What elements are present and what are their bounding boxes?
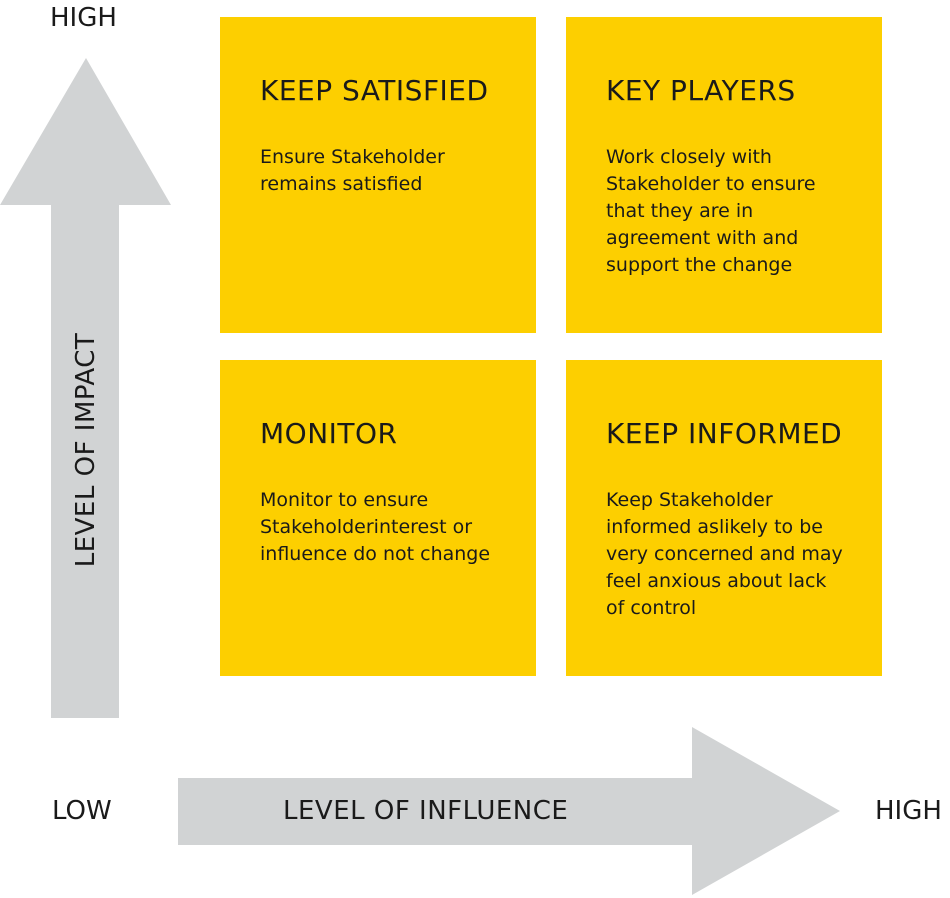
quadrant-key-players: KEY PLAYERS Work closely with Stakeholde… bbox=[566, 17, 882, 333]
quadrant-title: MONITOR bbox=[260, 417, 398, 450]
vertical-arrow-impact bbox=[0, 58, 171, 718]
quadrant-keep-satisfied: KEEP SATISFIED Ensure Stakeholder remain… bbox=[220, 17, 536, 333]
quadrant-description: Work closely with Stakeholder to ensure … bbox=[606, 146, 816, 276]
x-axis-high-label: HIGH bbox=[875, 796, 942, 826]
quadrant-description: Monitor to ensure Stakeholderinterest or… bbox=[260, 489, 491, 565]
x-axis-low-label: LOW bbox=[52, 796, 112, 826]
horizontal-arrow-influence bbox=[178, 727, 840, 895]
y-axis-title: LEVEL OF IMPACT bbox=[71, 332, 101, 568]
quadrant-description: Keep Stakeholder informed aslikely to be… bbox=[606, 489, 843, 619]
quadrant-title: KEY PLAYERS bbox=[606, 74, 796, 107]
quadrant-title: KEEP SATISFIED bbox=[260, 74, 489, 107]
y-axis-high-label: HIGH bbox=[50, 3, 117, 33]
x-axis-title: LEVEL OF INFLUENCE bbox=[283, 796, 569, 826]
quadrant-description: Ensure Stakeholder remains satisfied bbox=[260, 146, 445, 195]
quadrant-title: KEEP INFORMED bbox=[606, 417, 843, 450]
quadrant-monitor: MONITOR Monitor to ensure Stakeholderint… bbox=[220, 360, 536, 676]
quadrant-keep-informed: KEEP INFORMED Keep Stakeholder informed … bbox=[566, 360, 882, 676]
